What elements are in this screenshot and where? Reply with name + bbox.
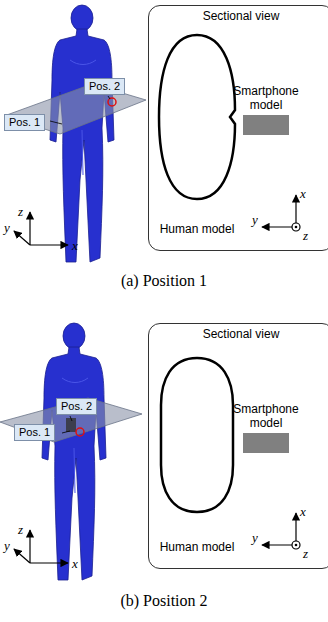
axis-label: y: [252, 212, 258, 228]
smartphone-body: [243, 115, 289, 135]
human-model: Human model: [155, 350, 239, 554]
axis-label: x: [72, 556, 78, 572]
axis-label: x: [300, 186, 306, 202]
smartphone-model: Smartphone model: [229, 402, 303, 453]
axis-label: y: [4, 538, 10, 554]
human-figure: [0, 323, 142, 580]
body-outline: [155, 32, 239, 202]
axes: [14, 513, 300, 563]
position-label: Pos. 2: [84, 78, 125, 95]
position-label: Pos. 2: [56, 398, 97, 415]
node-text: Sectional view: [149, 9, 328, 23]
sectional-view-panel: Sectional viewSmartphone modelHuman mode…: [148, 5, 328, 251]
body-outline: [161, 358, 233, 512]
smartphone-body: [243, 433, 289, 453]
node-text: Human model: [145, 222, 249, 236]
node-text: Smartphone model: [229, 84, 303, 112]
node-text: Smartphone model: [229, 402, 303, 430]
body-outline: [155, 350, 239, 520]
smartphone-model: Smartphone model: [229, 84, 303, 135]
node-text: Pos. 2: [61, 400, 92, 413]
axis-label: z: [18, 204, 23, 220]
body-outline: [159, 35, 235, 199]
node-text: Pos. 1: [9, 116, 40, 129]
node-text: Human model: [145, 540, 249, 554]
human-model: Human model: [155, 32, 239, 236]
node-text: Sectional view: [149, 327, 328, 341]
axis-label: y: [4, 220, 10, 236]
axes: [14, 195, 300, 245]
axis-label: y: [252, 530, 258, 546]
human-figure: [4, 5, 146, 262]
subfigure-caption: (b) Position 2: [120, 592, 207, 610]
position-label: Pos. 1: [14, 424, 55, 441]
subfigure-caption: (a) Position 1: [121, 272, 207, 290]
node-text: Pos. 2: [89, 80, 120, 93]
axis-label: x: [300, 504, 306, 520]
sectional-view-panel: Sectional viewSmartphone modelHuman mode…: [148, 323, 328, 569]
axis-label: z: [303, 228, 308, 244]
position-label: Pos. 1: [4, 114, 45, 131]
axis-label: z: [303, 546, 308, 562]
axis-label: z: [18, 522, 23, 538]
node-text: Pos. 1: [19, 426, 50, 439]
axis-label: x: [72, 238, 78, 254]
